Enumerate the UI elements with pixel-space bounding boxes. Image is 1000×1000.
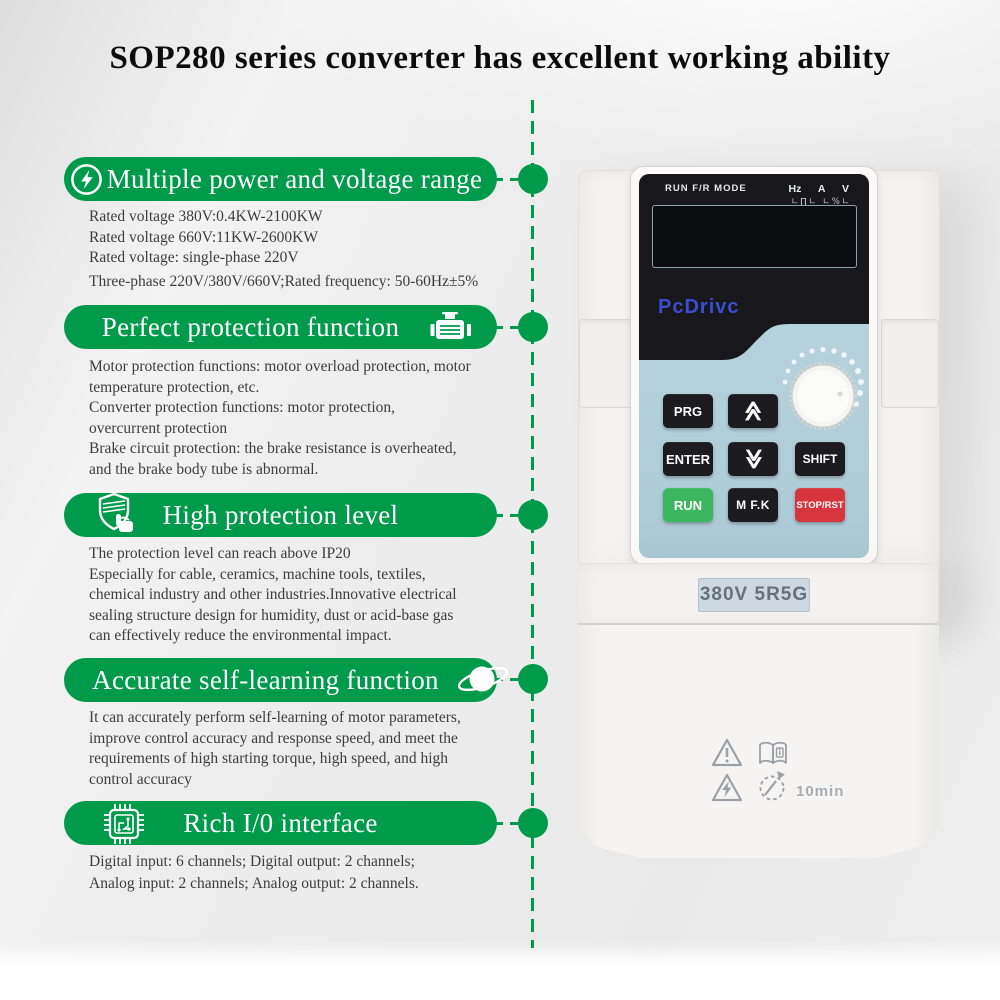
- feature-desc-line: Rated voltage: single-phase 220V: [89, 249, 299, 267]
- feature-desc-line: Digital input: 6 channels; Digital outpu…: [89, 853, 415, 870]
- feature-description: Motor protection functions: motor overlo…: [89, 357, 534, 481]
- mounting-tab-right: [881, 319, 939, 408]
- feature-desc-line: temperature protection, etc.: [89, 378, 260, 396]
- connector-dash: [494, 326, 520, 329]
- connector-dot: [518, 808, 548, 838]
- potentiometer-knob: [782, 346, 864, 431]
- enter-button: ENTER: [663, 442, 713, 476]
- globe-orbit-icon: [451, 656, 517, 711]
- feature-desc-line: and the brake body tube is abnormal.: [89, 460, 319, 478]
- connector-dash: [494, 678, 520, 681]
- inverter-housing-bottom: 10min: [577, 625, 939, 858]
- run-button-label: RUN: [673, 497, 703, 513]
- seven-segment-display: [652, 205, 857, 268]
- feature-desc-line: Analog input: 2 channels; Analog output:…: [89, 874, 419, 892]
- feature-desc-line: Rated voltage 380V:0.4KW-2100KW: [89, 208, 323, 225]
- up-button: ≫: [728, 394, 778, 428]
- feature-desc-line: Motor protection functions: motor overlo…: [89, 358, 471, 375]
- connector-dot: [518, 664, 548, 694]
- electric-hazard-triangle-icon: [711, 773, 743, 802]
- connector-dash: [494, 514, 520, 517]
- status-indicator-labels: RUN F/R MODE: [665, 183, 747, 194]
- feature-desc-line: overcurrent protection: [89, 419, 228, 437]
- feature-banner-title: Accurate self-learning function: [92, 664, 439, 695]
- feature-desc-line: control accuracy: [89, 770, 192, 788]
- connector-dot: [518, 312, 548, 342]
- feature-desc-line: Three-phase 220V/380V/660V;Rated frequen…: [89, 272, 479, 290]
- feature-desc-line: chemical industry and other industries.I…: [89, 586, 457, 604]
- inverter-mid-band: 380V 5R5G: [578, 563, 938, 625]
- manual-book-icon: [759, 741, 787, 764]
- connector-dot: [518, 164, 548, 194]
- feature-description: The protection level can reach above IP2…: [89, 544, 534, 647]
- chevron-up-double-icon: ≫: [739, 400, 767, 422]
- feature-banner-protection-level: High protection level: [64, 492, 497, 537]
- feature-desc-line: can effectively reduce the environmental…: [89, 627, 392, 645]
- mfk-button-label: M F.K: [736, 498, 770, 512]
- mfk-button: M F.K: [728, 488, 778, 522]
- prg-button-label: PRG: [673, 403, 703, 419]
- chevron-down-double-icon: ≫: [739, 448, 767, 470]
- feature-banner-io-interface: Rich I/0 interface: [64, 801, 497, 845]
- motor-icon: [427, 311, 475, 351]
- unit-indicator-labels: Hz A V: [788, 183, 849, 195]
- stop-reset-button: STOP/RST: [795, 488, 845, 522]
- brand-logo: PcDrivc: [658, 296, 740, 318]
- wait-timer-icon: [759, 771, 785, 801]
- feature-desc-line: Especially for cable, ceramics, machine …: [89, 565, 426, 583]
- mounting-tab-left: [579, 319, 637, 408]
- down-button: ≫: [728, 442, 778, 476]
- stop-reset-button-label: STOP/RST: [796, 499, 844, 511]
- chip-icon: [101, 801, 147, 854]
- unit-bracket-marks: ∟∏∟ ∟%∟: [791, 197, 851, 207]
- feature-banner-title: Multiple power and voltage range: [106, 163, 483, 194]
- feature-desc-line: Rated voltage 660V:11KW-2600KW: [89, 228, 319, 246]
- wait-minutes-label: 10min: [796, 783, 845, 800]
- enter-button-label: ENTER: [665, 451, 711, 467]
- feature-banner-title: High protection level: [162, 499, 399, 530]
- shift-button-label: SHIFT: [802, 452, 838, 466]
- power-pulse-circle-icon: [69, 162, 104, 204]
- connector-dash: [494, 822, 520, 825]
- feature-description: It can accurately perform self-learning …: [89, 708, 534, 790]
- feature-banner-protection-function: Perfect protection function: [64, 305, 497, 349]
- caution-triangle-icon: [711, 738, 743, 767]
- feature-desc-line: It can accurately perform self-learning …: [89, 709, 461, 726]
- feature-desc-line: Brake circuit protection: the brake resi…: [89, 440, 457, 458]
- feature-description: Digital input: 6 channels; Digital outpu…: [89, 851, 534, 894]
- feature-desc-line: The protection level can reach above IP2…: [89, 545, 351, 562]
- warning-markings: 10min: [710, 737, 910, 827]
- prg-button: PRG: [663, 394, 713, 428]
- feature-banner-title: Rich I/0 interface: [183, 807, 378, 838]
- feature-desc-line: sealing structure design for humidity, d…: [89, 606, 454, 624]
- shift-button: SHIFT: [795, 442, 845, 476]
- connector-dot: [518, 500, 548, 530]
- feature-desc-line: requirements of high starting torque, hi…: [89, 750, 449, 768]
- feature-banner-power-range: Multiple power and voltage range: [64, 157, 497, 201]
- shield-hand-icon: [94, 488, 146, 547]
- run-button: RUN: [663, 488, 713, 522]
- model-label-text: 380V 5R5G: [699, 584, 809, 605]
- control-panel: RUN F/R MODE Hz A V ∟∏∟ ∟%∟ PcDrivc PRG: [639, 174, 869, 558]
- model-label-plate: 380V 5R5G: [698, 578, 810, 612]
- feature-banner-title: Perfect protection function: [101, 311, 400, 342]
- feature-desc-line: improve control accuracy and response sp…: [89, 729, 458, 747]
- feature-description: Rated voltage 380V:0.4KW-2100KW Rated vo…: [89, 207, 534, 292]
- feature-desc-line: Converter protection functions: motor pr…: [89, 399, 396, 417]
- page-title: SOP280 series converter has excellent wo…: [109, 40, 891, 76]
- connector-dash: [494, 178, 520, 181]
- keypad-bezel: RUN F/R MODE Hz A V ∟∏∟ ∟%∟ PcDrivc PRG: [630, 166, 878, 565]
- feature-banner-self-learning: Accurate self-learning function: [64, 658, 509, 702]
